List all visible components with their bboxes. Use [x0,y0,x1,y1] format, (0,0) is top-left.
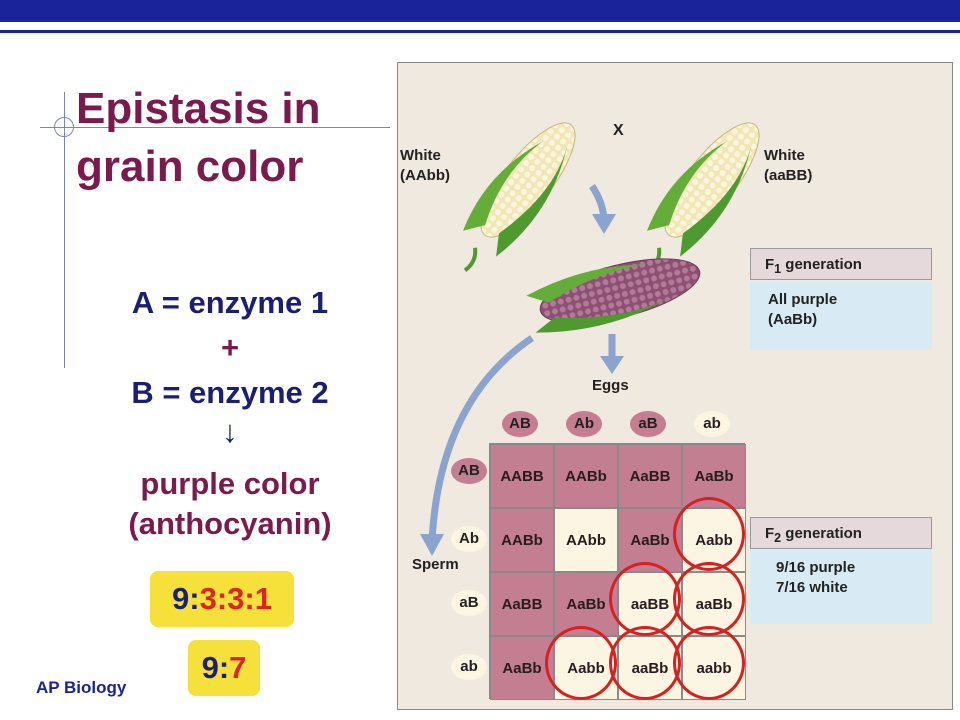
cross-symbol: X [613,122,624,139]
f2-heading-subscript: 2 [774,531,782,545]
f2-heading-suffix: generation [781,525,862,542]
slide-title: Epistasis in grain color [76,80,396,196]
ratio-9-7: 9:7 [188,640,260,696]
result-line-2: (anthocyanin) [128,506,332,541]
f1-heading: F1 generation [750,248,932,280]
eggs-label: Eggs [592,377,629,394]
f2-line-2: 7/16 white [776,579,848,596]
parent-2-label: White (aaBB) [764,146,812,186]
cross-arrow-head-icon [592,214,616,234]
ratio-1-lead: 9: [172,581,200,616]
ratio-2-rest: 7 [229,650,247,685]
sperm-gamete-ab-mixed: Ab [451,526,487,552]
f1-heading-prefix: F [765,256,775,273]
egg-gamete-ab-lower: ab [694,411,730,437]
red-circle-highlight [673,562,745,636]
f1-result-box: All purple (AaBb) [750,282,932,350]
egg-gamete-ab-mixed: Ab [566,411,602,437]
ratio-2-lead: 9: [201,650,230,685]
equation-line-1: A = enzyme 1 [131,285,329,320]
white-corn-icon-1 [462,122,576,272]
punnett-cell: AaBB [618,444,682,508]
sperm-gamete-ab-lower-upper: aB [451,590,487,616]
f1-heading-suffix: generation [781,256,862,273]
ratio-9-3-3-1: 9:3:3:1 [150,571,294,627]
parent-1-phenotype: White [400,147,441,164]
egg-gamete-ab-lower-upper: aB [630,411,666,437]
punnett-cell: AABb [554,444,618,508]
red-circle-highlight [545,626,617,700]
sperm-gamete-ab-upper: AB [451,458,487,484]
decorative-vertical-line [64,92,65,368]
red-circle-highlight [609,626,681,700]
red-circle-highlight [609,562,681,636]
f2-heading-prefix: F [765,525,775,542]
purple-corn-icon [526,258,701,333]
punnett-cell: AAbb [554,508,618,572]
sperm-arrow-icon [428,335,534,541]
result-line-1: purple color [140,466,320,501]
sperm-arrow-head-icon [420,534,444,556]
decorative-horizontal-line [40,127,390,128]
plus-sign: + [220,330,240,365]
top-stripe [0,30,960,33]
f1-line-2: (AaBb) [768,311,818,328]
title-line-1: Epistasis in [76,84,321,133]
down-arrow-icon: ↓ [222,414,238,449]
equation-line-2: B = enzyme 2 [131,375,329,410]
top-bar [0,0,960,22]
punnett-cell: AaBb [554,572,618,636]
punnett-cell: AaBb [618,508,682,572]
punnett-cell: AABB [490,444,554,508]
parent-2-phenotype: White [764,147,805,164]
parent-2-genotype: (aaBB) [764,167,813,184]
red-circle-highlight [673,626,745,700]
red-circle-highlight [673,497,745,571]
title-line-2: grain color [76,142,304,191]
f1-heading-subscript: 1 [774,262,782,276]
f2-heading: F2 generation [750,517,932,549]
sperm-gamete-ab-lower: ab [451,654,487,680]
egg-gamete-ab-upper: AB [502,411,538,437]
eggs-arrow-head-icon [600,356,624,374]
ratio-1-rest: 3:3:1 [199,581,272,616]
punnett-cell: AaBB [490,572,554,636]
sperm-label: Sperm [412,556,459,573]
f2-line-1: 9/16 purple [776,559,856,576]
parent-1-genotype: (AAbb) [400,167,450,184]
decorative-circle [54,117,74,137]
f1-line-1: All purple [768,291,838,308]
footer-label: AP Biology [36,678,127,697]
punnett-cell: AABb [490,508,554,572]
f2-result-box: 9/16 purple 7/16 white [750,550,932,624]
parent-1-label: White (AAbb) [400,146,450,186]
